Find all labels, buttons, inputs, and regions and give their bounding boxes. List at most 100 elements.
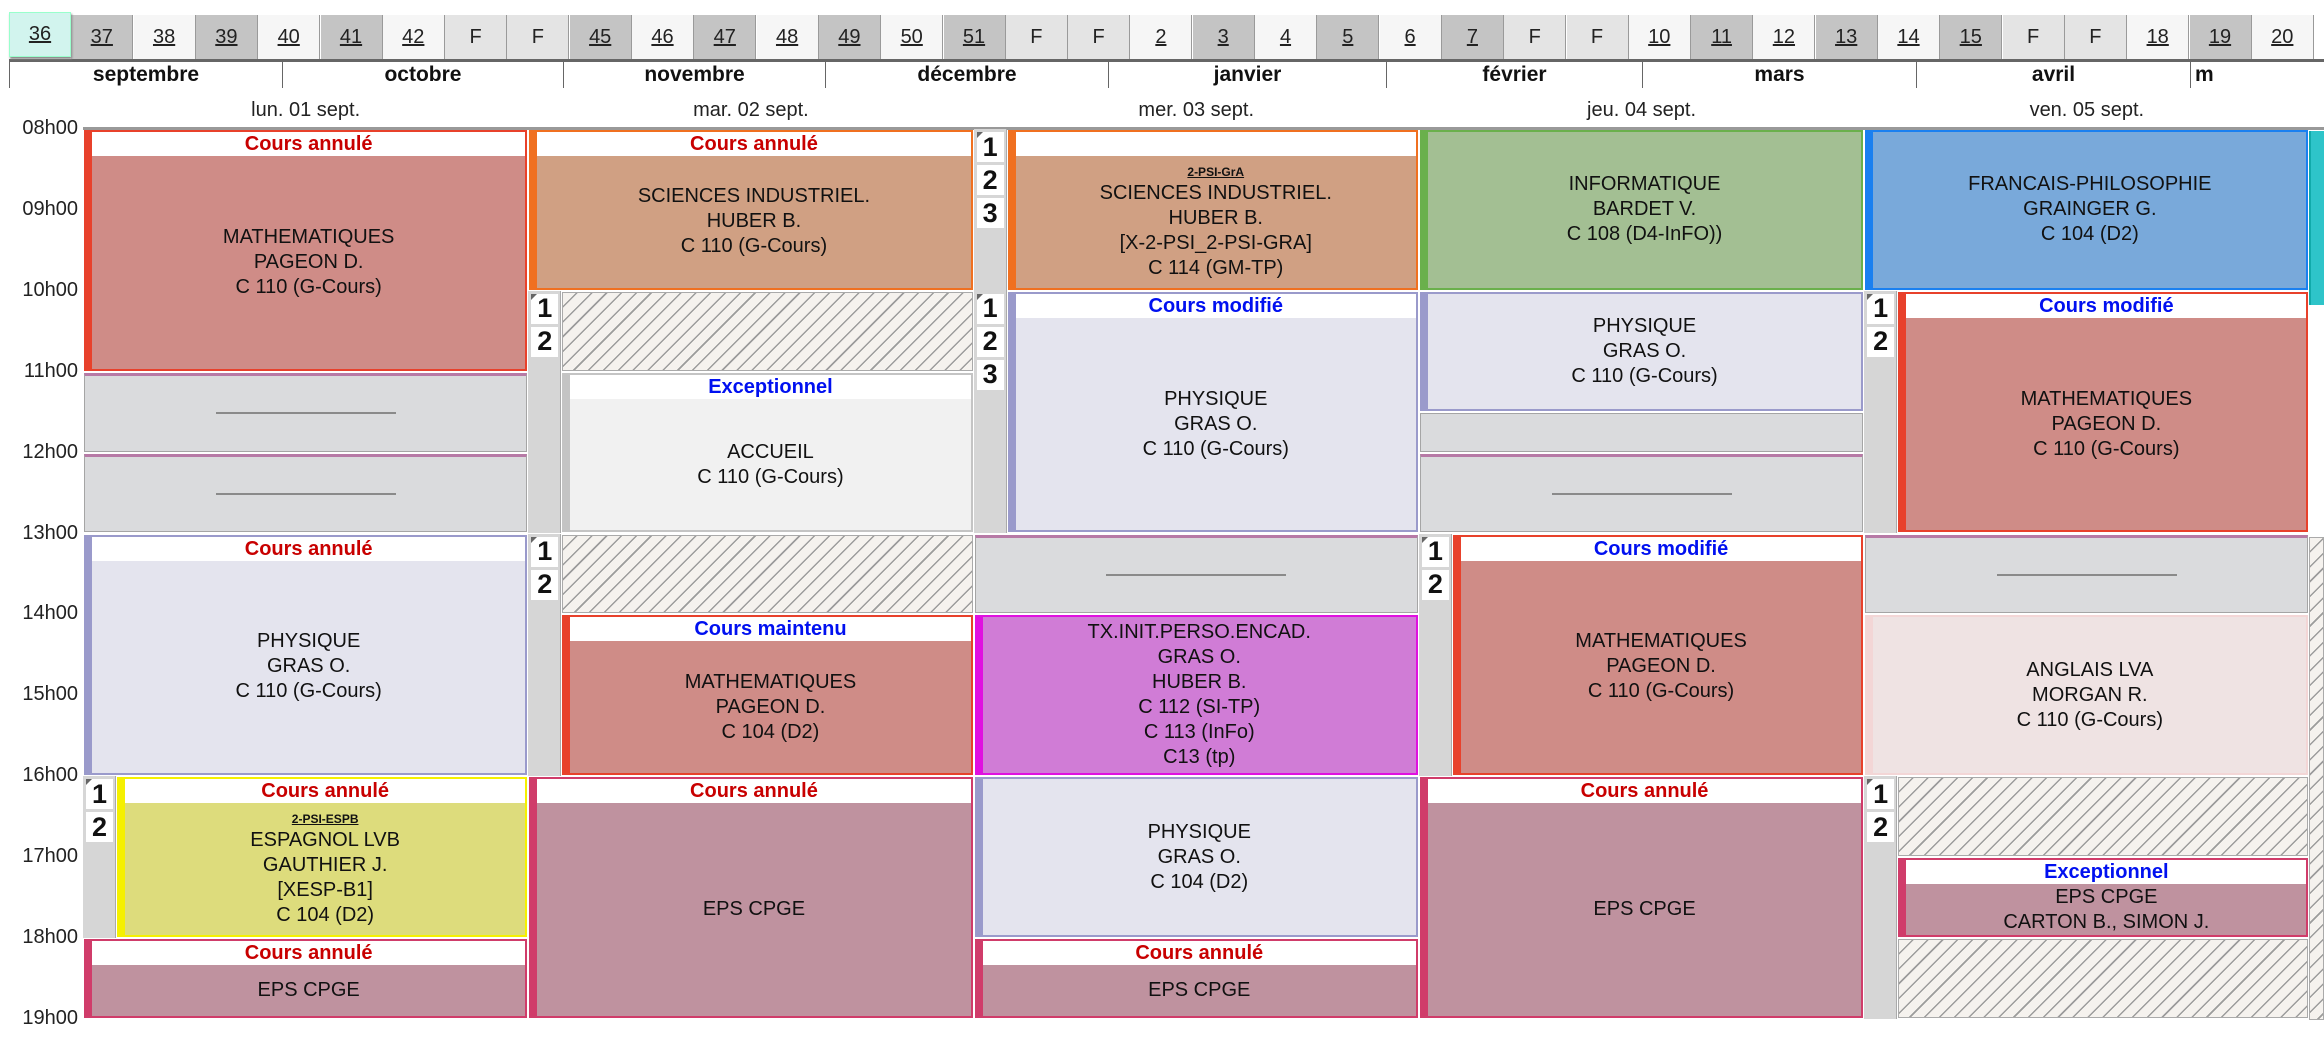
group-number-1[interactable]: 1 — [1867, 293, 1895, 324]
week-41[interactable]: 41 — [320, 15, 383, 60]
week-51[interactable]: 51 — [943, 15, 1006, 60]
week-15[interactable]: 15 — [1940, 15, 2003, 60]
week-F[interactable]: F — [1005, 15, 1068, 60]
week-18[interactable]: 18 — [2127, 15, 2190, 60]
week-F[interactable]: F — [507, 15, 570, 60]
group-number-1[interactable]: 1 — [531, 293, 559, 324]
group-number-1[interactable]: 1 — [976, 293, 1004, 324]
course-block[interactable]: TX.INIT.PERSO.ENCAD.GRAS O.HUBER B.C 112… — [974, 615, 1418, 776]
week-label: F — [1092, 26, 1105, 48]
course-detail-line: C 108 (D4-InFO)) — [1566, 223, 1723, 246]
group-number-1[interactable]: 1 — [86, 779, 113, 810]
week-2[interactable]: 2 — [1130, 15, 1193, 60]
group-number-1[interactable]: 1 — [1421, 536, 1449, 567]
course-details: EPS CPGE — [983, 965, 1416, 1016]
week-12[interactable]: 12 — [1753, 15, 1816, 60]
course-status-banner: Cours modifié — [1015, 293, 1416, 318]
week-F[interactable]: F — [1068, 15, 1131, 60]
week-14[interactable]: 14 — [1878, 15, 1940, 60]
group-number-label: 1 — [982, 293, 998, 324]
week-10[interactable]: 10 — [1628, 15, 1691, 60]
week-F[interactable]: F — [2064, 15, 2127, 60]
course-detail-line: C 110 (G-Cours) — [235, 680, 382, 703]
course-detail-line: C 110 (G-Cours) — [1142, 437, 1289, 460]
group-number-1[interactable]: 1 — [531, 536, 559, 567]
group-number-1[interactable]: 1 — [1867, 779, 1895, 810]
week-36[interactable]: 36 — [9, 12, 71, 57]
month-label: novembre — [563, 62, 825, 88]
week-label: F — [1030, 26, 1043, 48]
next-day-course-strip[interactable] — [2309, 131, 2324, 305]
group-number-3[interactable]: 3 — [976, 359, 1004, 390]
month-label: m — [2190, 62, 2324, 88]
week-37[interactable]: 37 — [71, 15, 134, 60]
week-4[interactable]: 4 — [1255, 15, 1317, 60]
course-status-banner: Exceptionnel — [570, 374, 971, 399]
group-number-2[interactable]: 2 — [976, 165, 1004, 195]
week-48[interactable]: 48 — [756, 15, 819, 60]
week-F[interactable]: F — [1504, 15, 1567, 60]
group-number-label: 1 — [537, 536, 553, 566]
group-number-2[interactable]: 2 — [86, 812, 113, 843]
week-39[interactable]: 39 — [195, 15, 258, 60]
week-47[interactable]: 47 — [694, 15, 757, 60]
week-38[interactable]: 38 — [133, 15, 196, 60]
week-F[interactable]: F — [2002, 15, 2065, 60]
course-subject: INFORMATIQUE — [1568, 173, 1721, 196]
course-detail-line: PAGEON D. — [253, 250, 364, 273]
group-number-2[interactable]: 2 — [976, 326, 1004, 357]
week-11[interactable]: 11 — [1691, 15, 1754, 60]
week-label: 51 — [962, 26, 986, 48]
week-F[interactable]: F — [445, 15, 508, 60]
week-46[interactable]: 46 — [632, 15, 694, 60]
week-19[interactable]: 19 — [2189, 15, 2252, 60]
group-number-3[interactable]: 3 — [976, 198, 1004, 228]
group-number-1[interactable]: 1 — [976, 132, 1004, 162]
week-45[interactable]: 45 — [569, 15, 632, 60]
group-number-2[interactable]: 2 — [1867, 326, 1895, 357]
group-number-2[interactable]: 2 — [531, 569, 559, 600]
week-13[interactable]: 13 — [1815, 15, 1878, 60]
group-number-2[interactable]: 2 — [531, 326, 559, 357]
course-subject: PHYSIQUE — [1147, 820, 1251, 843]
week-5[interactable]: 5 — [1317, 15, 1380, 60]
week-50[interactable]: 50 — [881, 15, 944, 60]
course-status-banner: Cours annulé — [982, 941, 1416, 965]
week-7[interactable]: 7 — [1441, 15, 1504, 60]
group-number-2[interactable]: 2 — [1867, 812, 1895, 843]
week-20[interactable]: 20 — [2251, 15, 2314, 60]
course-detail-line: PAGEON D. — [715, 695, 826, 718]
week-F[interactable]: F — [1566, 15, 1629, 60]
hour-label: 09h00 — [22, 197, 78, 220]
week-40[interactable]: 40 — [258, 15, 321, 60]
week-6[interactable]: 6 — [1379, 15, 1442, 60]
group-number-label: 1 — [537, 293, 553, 324]
week-3[interactable]: 3 — [1192, 15, 1255, 60]
week-42[interactable]: 42 — [382, 15, 445, 60]
course-detail-line: GAUTHIER J. — [262, 854, 388, 877]
week-49[interactable]: 49 — [818, 15, 881, 60]
group-number-2[interactable]: 2 — [1421, 569, 1449, 600]
